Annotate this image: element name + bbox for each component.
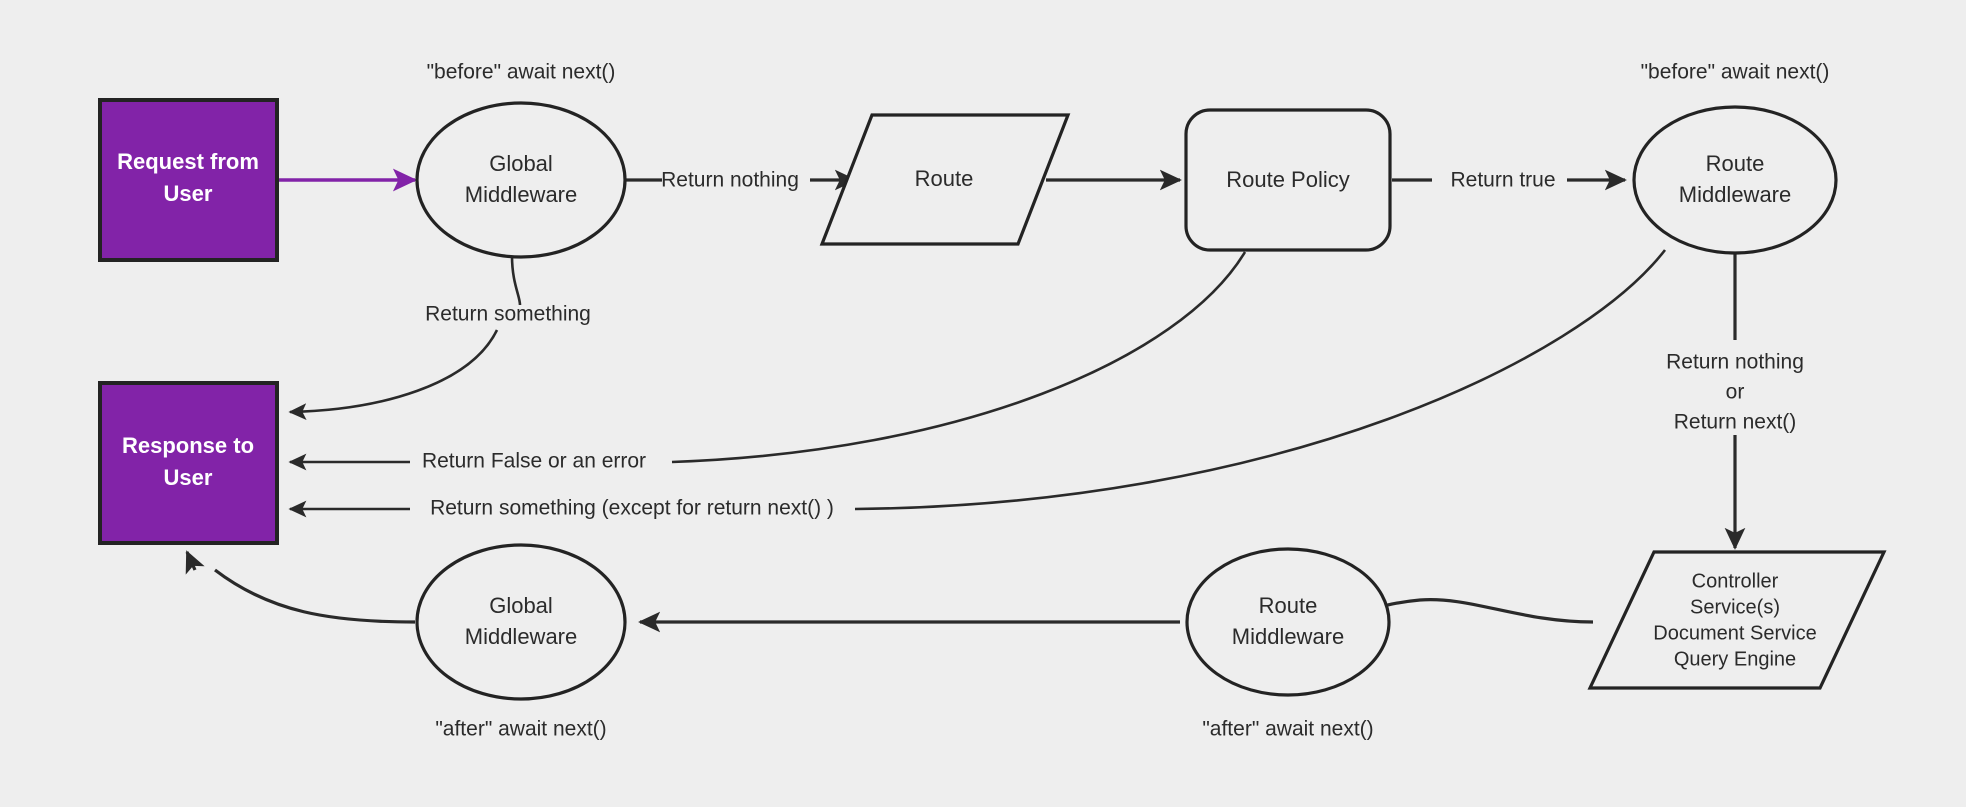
route-shape — [819, 113, 1071, 246]
node-global-middleware-before[interactable]: Global Middleware — [415, 101, 627, 259]
global-middleware-after-shape — [415, 543, 627, 701]
annotation-before-route-middleware: "before" await next() — [1641, 61, 1830, 84]
edge-label-rm-to-handler-line1: Return nothing — [1666, 351, 1804, 374]
global-middleware-before-label-line2: Middleware — [465, 182, 578, 207]
route-middleware-before-label-line2: Middleware — [1679, 182, 1792, 207]
node-route[interactable]: Route — [819, 113, 1071, 246]
edge-rm-return-something-curve — [854, 249, 1667, 511]
route-middleware-after-label-line1: Route — [1259, 593, 1318, 618]
response-to-user-label-line2: User — [164, 465, 213, 490]
edge-label-policy-return-false: Return False or an error — [422, 450, 646, 473]
route-middleware-before-shape — [1632, 105, 1838, 255]
annotation-after-global-middleware: "after" await next() — [435, 718, 606, 741]
annotation-after-route-middleware: "after" await next() — [1202, 718, 1373, 741]
global-middleware-before-label-line1: Global — [489, 151, 553, 176]
node-route-middleware-before[interactable]: Route Middleware — [1632, 105, 1838, 255]
route-middleware-before-label-line1: Route — [1706, 151, 1765, 176]
response-to-user-shape — [98, 381, 279, 545]
route-middleware-after-label-line2: Middleware — [1232, 624, 1345, 649]
handler-label-line4: Query Engine — [1674, 648, 1796, 670]
global-middleware-after-label-line1: Global — [489, 593, 553, 618]
node-route-policy[interactable]: Route Policy — [1184, 108, 1392, 252]
request-from-user-shape — [98, 98, 279, 262]
edge-global-return-something — [288, 329, 499, 421]
edge-global-return-stub — [510, 255, 522, 306]
handler-label-line2: Service(s) — [1690, 596, 1780, 618]
request-from-user-label-line2: User — [164, 181, 213, 206]
edge-label-global-to-route: Return nothing — [661, 169, 799, 192]
handler-shape — [1587, 550, 1887, 690]
handler-label-line1: Controller — [1692, 570, 1779, 592]
node-request-from-user[interactable]: Request from User — [98, 98, 279, 262]
node-global-middleware-after[interactable]: Global Middleware — [415, 543, 627, 701]
node-response-to-user[interactable]: Response to User — [98, 381, 279, 545]
edge-policy-return-false-curve — [671, 251, 1247, 464]
edge-label-rm-to-handler-line3: Return next() — [1674, 411, 1797, 434]
annotation-before-global-middleware: "before" await next() — [427, 61, 616, 84]
node-route-middleware-after[interactable]: Route Middleware — [1185, 547, 1391, 697]
request-from-user-label-line1: Request from — [117, 149, 259, 174]
edge-label-route-middleware-return-something: Return something (except for return next… — [430, 497, 834, 520]
edge-label-global-return-something: Return something — [425, 303, 591, 326]
route-policy-shape — [1184, 108, 1392, 252]
edge-label-rm-to-handler-line2: or — [1726, 381, 1745, 404]
route-middleware-after-shape — [1185, 547, 1391, 697]
edge-global-after-to-response-curve — [214, 568, 416, 624]
response-to-user-label-line1: Response to — [122, 433, 254, 458]
global-middleware-after-label-line2: Middleware — [465, 624, 578, 649]
route-policy-label: Route Policy — [1226, 167, 1350, 192]
handler-label-line3: Document Service — [1653, 622, 1816, 644]
edge-label-policy-to-route-middleware: Return true — [1450, 169, 1555, 192]
global-middleware-before-shape — [415, 101, 627, 259]
route-label: Route — [915, 166, 974, 191]
edge-global-after-to-response — [185, 550, 205, 575]
node-handler[interactable]: Controller Service(s) Document Service Q… — [1587, 550, 1887, 690]
